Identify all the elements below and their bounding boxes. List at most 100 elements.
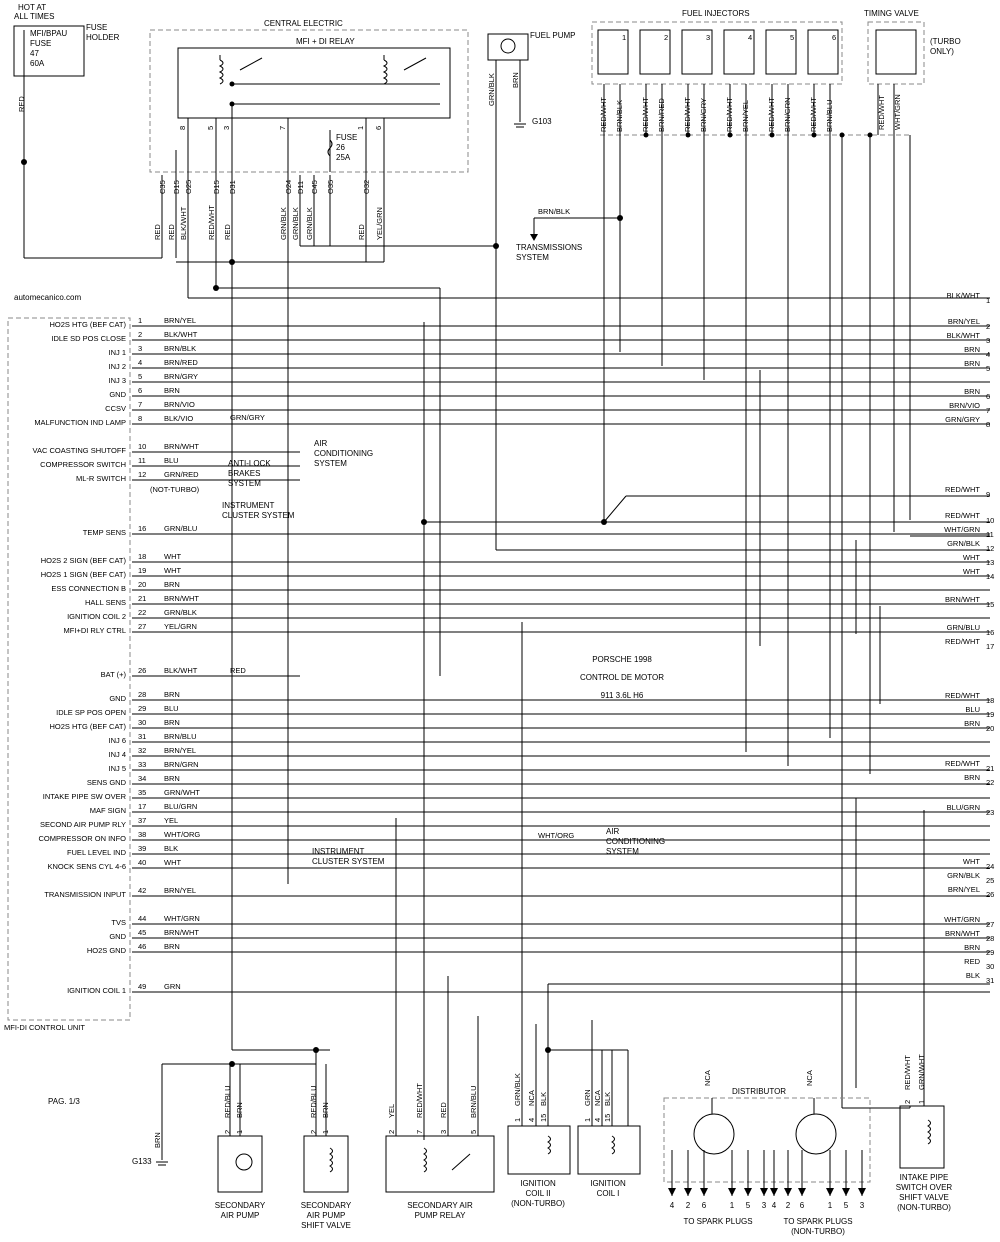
- wire-label: BRN: [321, 1102, 330, 1118]
- ecu-pin-number: 17: [138, 802, 146, 811]
- spark-plug-number: 5: [844, 1201, 849, 1210]
- wire-label: BLK: [164, 844, 178, 853]
- fuel-injector-5: [765, 29, 797, 75]
- to-spark-plugs-label: (NON-TURBO): [791, 1227, 845, 1236]
- right-connector-number: 16: [986, 628, 994, 637]
- ecu-pin-number: 46: [138, 942, 146, 951]
- title-line: CONTROL DE MOTOR: [580, 673, 664, 682]
- ecu-pin-name: KNOCK SENS CYL 4-6: [48, 862, 127, 871]
- connector-pin-label: D31: [228, 180, 237, 194]
- injector-number: 1: [622, 33, 626, 42]
- fuse-26-label: 25A: [336, 153, 351, 162]
- ecu-pin-number: 10: [138, 442, 146, 451]
- fuse-26-label: FUSE: [336, 133, 357, 142]
- wire-label: BRN/WHT: [164, 928, 199, 937]
- intake-pipe-valve-label: INTAKE PIPE: [900, 1173, 949, 1182]
- ecu-pin-number: 3: [138, 344, 142, 353]
- wire-label: RED/WHT: [599, 97, 608, 132]
- ecu-pin-number: 5: [138, 372, 142, 381]
- ecu-pin-number: 21: [138, 594, 146, 603]
- secondary-air-shift-valve-label: AIR PUMP: [307, 1211, 346, 1220]
- wire-label: WHT/GRN: [944, 525, 980, 534]
- ecu-pin-name: MALFUNCTION IND LAMP: [34, 418, 126, 427]
- ecu-pin-number: 6: [138, 386, 142, 395]
- ecu-pin-name: TEMP SENS: [83, 528, 126, 537]
- secondary-air-pump-label: SECONDARY: [215, 1201, 266, 1210]
- pin-number: 5: [469, 1130, 478, 1134]
- ecu-pin-name: INJ 2: [108, 362, 126, 371]
- right-connector-number: 27: [986, 920, 994, 929]
- wire-label: BLK/WHT: [947, 291, 981, 300]
- spark-plug-number: 4: [772, 1201, 777, 1210]
- right-connector-number: 19: [986, 710, 994, 719]
- ecu-pin-number: 1: [138, 316, 142, 325]
- ecu-pin-name: IGNITION COIL 2: [67, 612, 126, 621]
- ecu-pin-number: 49: [138, 982, 146, 991]
- intake-pipe-valve-label: (NON-TURBO): [897, 1203, 951, 1212]
- wire-label: BRN/WHT: [164, 594, 199, 603]
- pin-number: 1: [321, 1130, 330, 1134]
- wire-label: BRN: [164, 580, 180, 589]
- all-times-label: ALL TIMES: [14, 12, 54, 21]
- injector-number: 5: [790, 33, 794, 42]
- wire-label: RED/WHT: [945, 485, 980, 494]
- wire-label: RED/WHT: [207, 205, 216, 240]
- ecu-pin-name: INTAKE PIPE SW OVER: [43, 792, 127, 801]
- ground-label: G103: [532, 117, 552, 126]
- pin-number: 2: [309, 1130, 318, 1134]
- fuse-26-label: 26: [336, 143, 345, 152]
- instrument-cluster-label: INSTRUMENT: [312, 847, 365, 856]
- wire-label: BRN: [164, 386, 180, 395]
- right-connector-number: 23: [986, 808, 994, 817]
- wire-label: RED/WHT: [903, 1055, 912, 1090]
- wire-label: BLK/VIO: [164, 414, 193, 423]
- fuel-injectors-label: FUEL INJECTORS: [682, 9, 750, 18]
- injector-number: 6: [832, 33, 836, 42]
- right-connector-number: 15: [986, 600, 994, 609]
- connector-pin-label: C45: [310, 180, 319, 194]
- spark-plug-number: 1: [730, 1201, 735, 1210]
- relay-pin-number: 1: [356, 126, 365, 130]
- secondary-air-pump-label: AIR PUMP: [221, 1211, 260, 1220]
- ecu-pin-name: ESS CONNECTION B: [51, 584, 126, 593]
- ecu-pin-name: HALL SENS: [85, 598, 126, 607]
- wire-label: BRN: [164, 942, 180, 951]
- right-connector-number: 11: [986, 530, 994, 539]
- ecu-pin-name: VAC COASTING SHUTOFF: [33, 446, 127, 455]
- spark-plug-number: 3: [860, 1201, 865, 1210]
- wire-label: GRN/RED: [164, 470, 199, 479]
- wire-label: GRN/BLK: [305, 207, 314, 240]
- ecu-pin-number: 19: [138, 566, 146, 575]
- wire-label: BRN: [964, 943, 980, 952]
- injector-number: 4: [748, 33, 752, 42]
- wire-label: BLK/WHT: [947, 331, 981, 340]
- wire-label: GRN/WHT: [917, 1054, 926, 1090]
- wire-label: BRN/VIO: [949, 401, 980, 410]
- wire-label: BLK/WHT: [179, 206, 188, 240]
- connector-pin-label: D15: [212, 180, 221, 194]
- ecu-pin-number: 40: [138, 858, 146, 867]
- wire-label: NCA: [527, 1090, 536, 1106]
- wire-label: RED/WHT: [945, 691, 980, 700]
- secondary-air-relay-label: SECONDARY AIR: [407, 1201, 473, 1210]
- relay-pin-number: 6: [374, 126, 383, 130]
- wire-label: BRN: [164, 690, 180, 699]
- ecu-pin-number: 27: [138, 622, 146, 631]
- ecu-pin-number: 38: [138, 830, 146, 839]
- wire-label: BRN: [964, 719, 980, 728]
- right-connector-number: 30: [986, 962, 994, 971]
- ecu-pin-name: HO2S 2 SIGN (BEF CAT): [41, 556, 127, 565]
- to-spark-plugs-label: TO SPARK PLUGS: [683, 1217, 752, 1226]
- wire-label: BRN/YEL: [164, 746, 196, 755]
- relay-pin-number: 7: [278, 126, 287, 130]
- right-connector-number: 8: [986, 420, 990, 429]
- wire-label: BRN/GRY: [164, 372, 198, 381]
- ecu-pin-number: 28: [138, 690, 146, 699]
- wire-label: WHT/ORG: [538, 831, 574, 840]
- to-spark-plugs-label: TO SPARK PLUGS: [783, 1217, 852, 1226]
- wire-label: RED/WHT: [945, 759, 980, 768]
- wire-label: RED/BLU: [309, 1085, 318, 1118]
- wire-label: GRN/BLU: [947, 623, 980, 632]
- right-connector-number: 24: [986, 862, 994, 871]
- ecu-pin-number: 26: [138, 666, 146, 675]
